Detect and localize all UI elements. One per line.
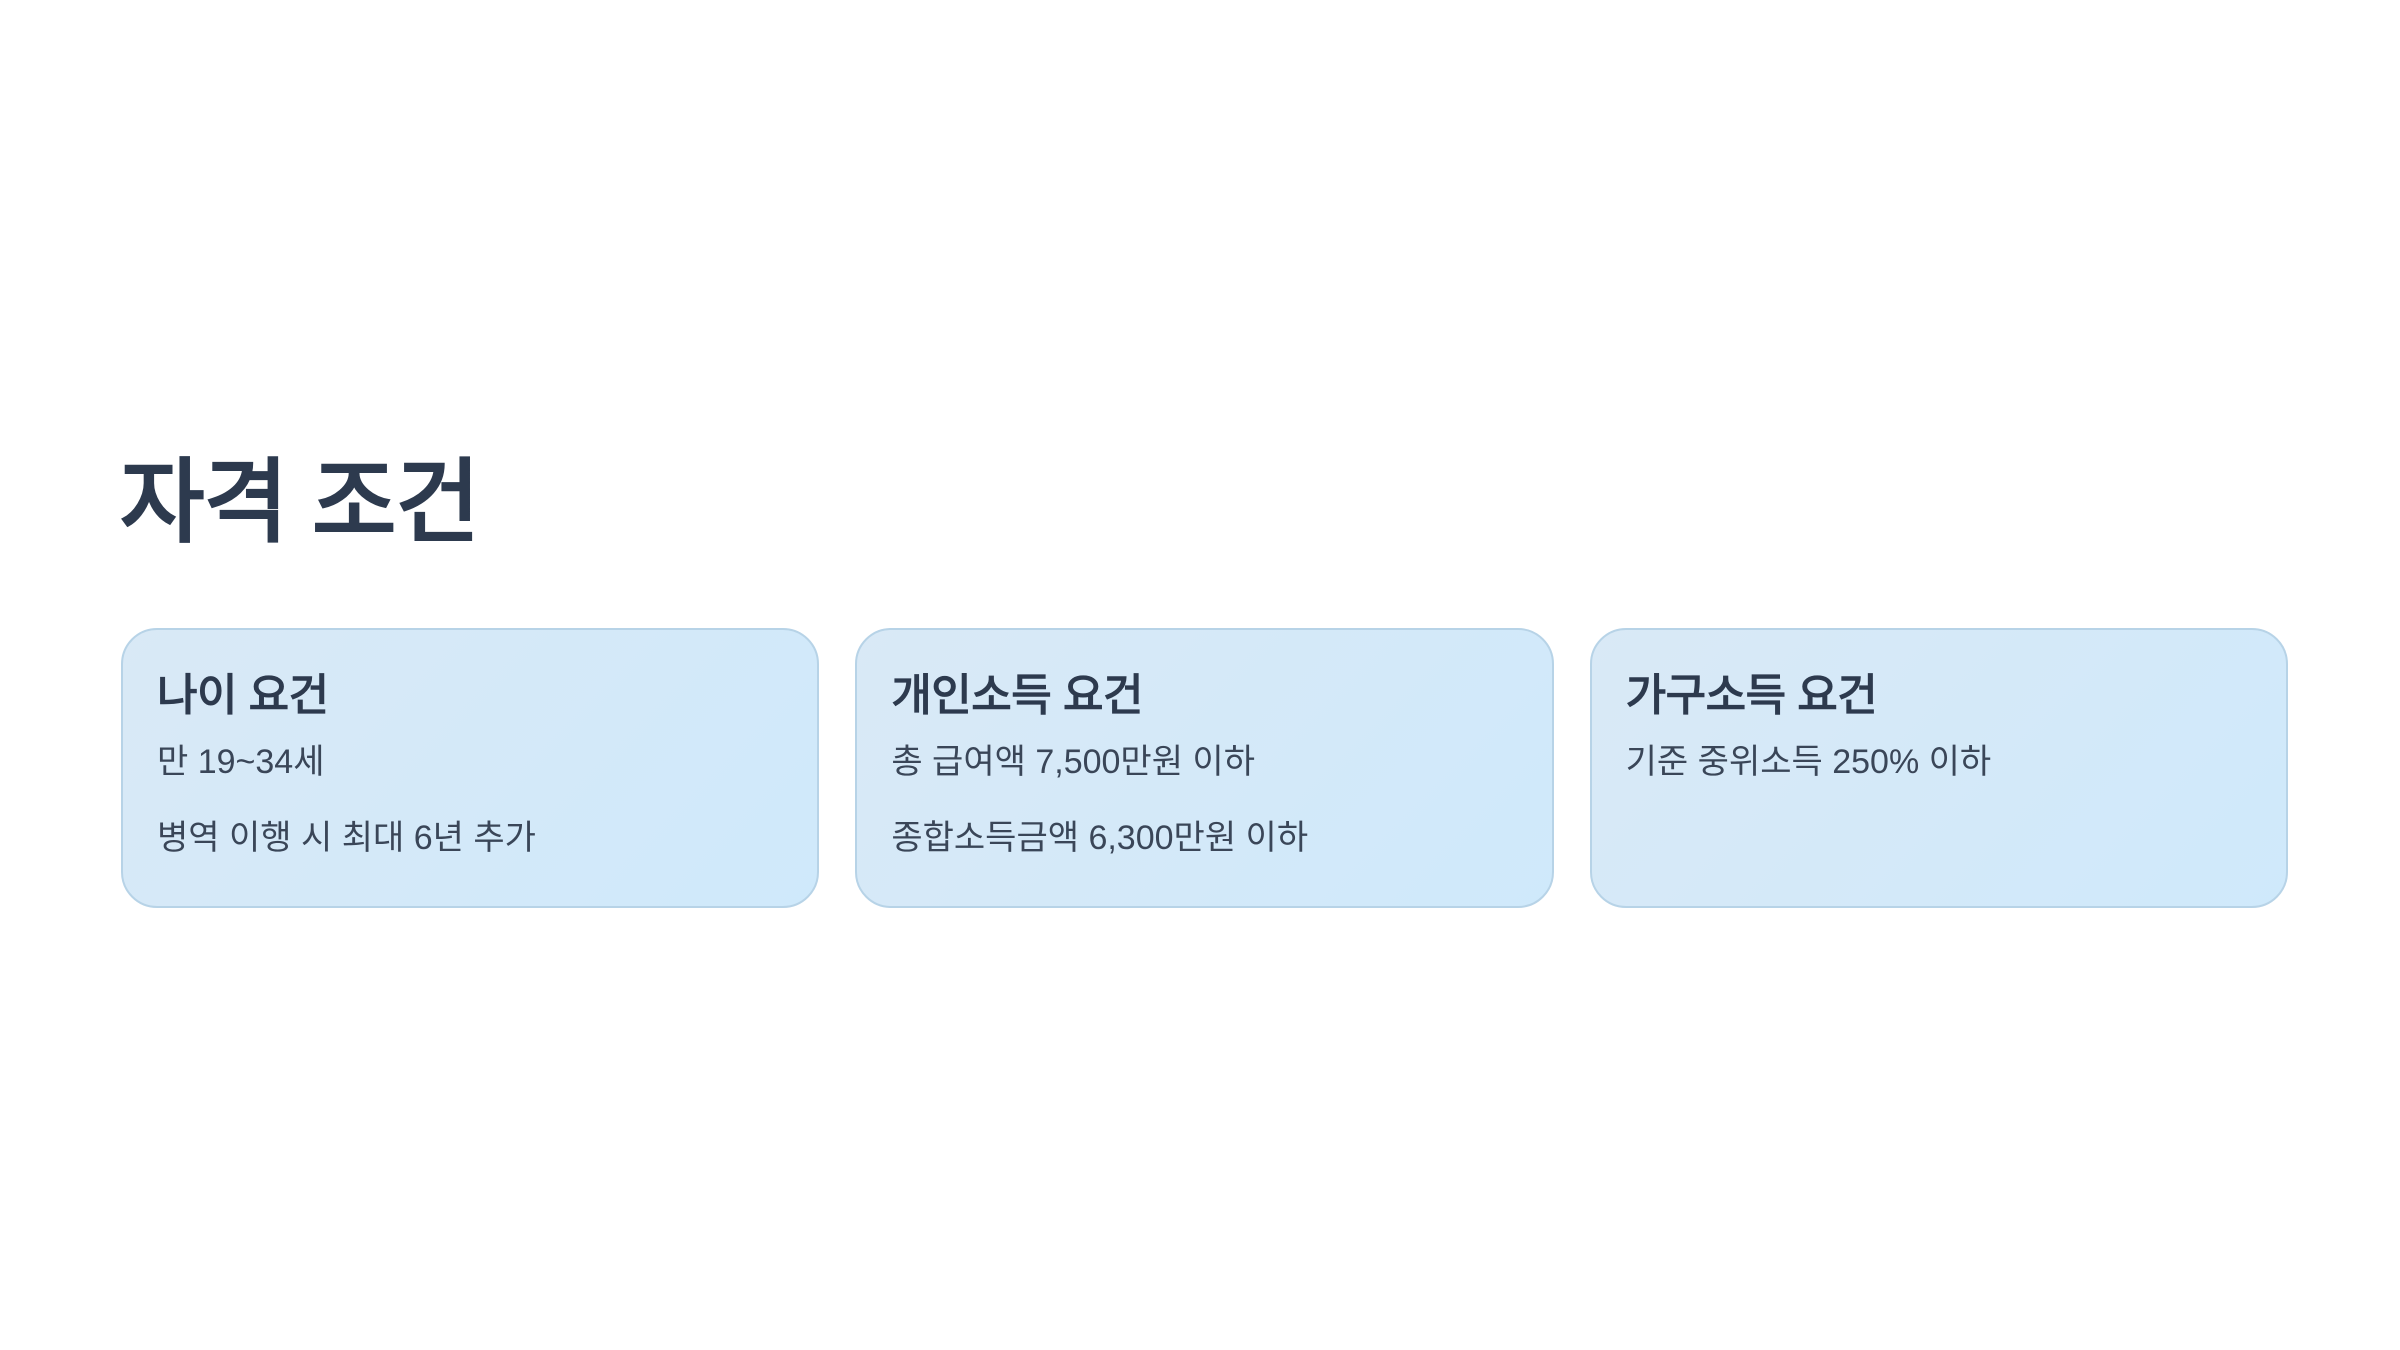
card-lines: 기준 중위소득 250% 이하	[1626, 738, 2252, 786]
card-line: 기준 중위소득 250% 이하	[1625, 743, 1992, 781]
card-title: 가구소득 요건	[1625, 671, 1878, 720]
card-lines: 총 급여액 7,500만원 이하 종합소득금액 6,300만원 이하	[891, 738, 1517, 862]
card-line: 총 급여액 7,500만원 이하	[891, 743, 1255, 781]
card-age-requirement: 나이 요건 만 19~34세 병역 이행 시 최대 6년 추가	[121, 628, 820, 908]
card-line: 만 19~34세	[157, 743, 325, 781]
card-personal-income-requirement: 개인소득 요건 총 급여액 7,500만원 이하 종합소득금액 6,300만원 …	[855, 628, 1554, 908]
card-lines: 만 19~34세 병역 이행 시 최대 6년 추가	[157, 738, 783, 862]
card-household-income-requirement: 가구소득 요건 기준 중위소득 250% 이하	[1589, 628, 2288, 908]
page-title: 자격 조건	[120, 452, 480, 554]
card-title: 개인소득 요건	[891, 671, 1143, 720]
criteria-cards: 나이 요건 만 19~34세 병역 이행 시 최대 6년 추가 개인소득 요건 …	[121, 628, 2288, 908]
card-title: 나이 요건	[157, 671, 329, 720]
card-line: 병역 이행 시 최대 6년 추가	[157, 819, 536, 857]
card-line: 종합소득금액 6,300만원 이하	[891, 819, 1309, 857]
